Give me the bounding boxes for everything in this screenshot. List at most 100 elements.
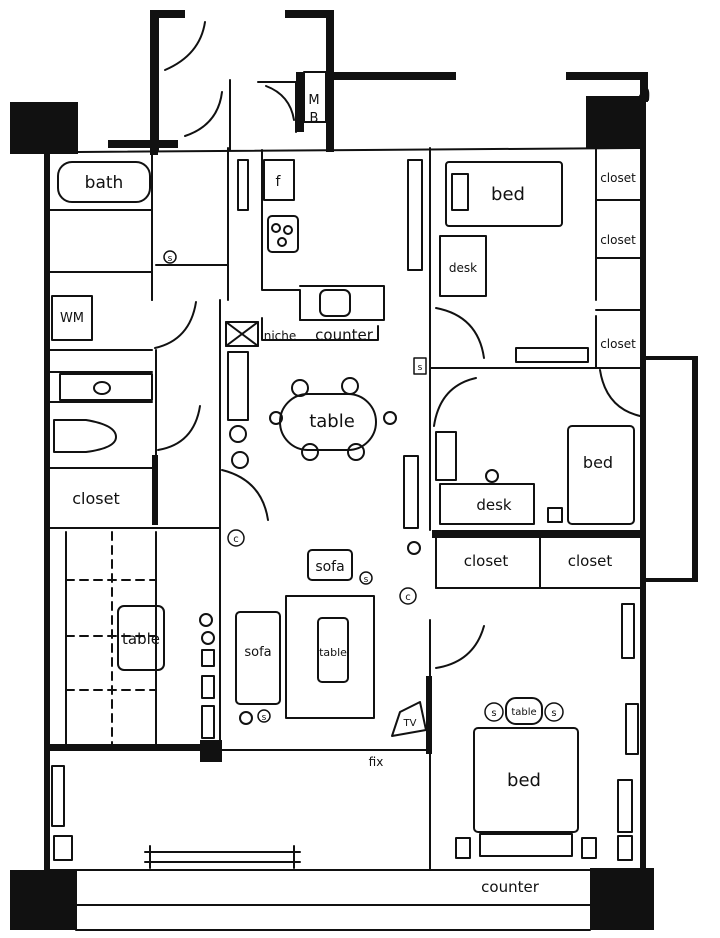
- side-table-label: table: [511, 707, 536, 718]
- svg-text:c: c: [233, 534, 239, 545]
- wm-label: WM: [60, 311, 84, 326]
- closet-m1-label: closet: [464, 552, 509, 570]
- door-closet-r3: [599, 369, 641, 417]
- tv-label: TV: [403, 718, 417, 729]
- bathtub: [57, 161, 151, 203]
- bed-master: [473, 727, 579, 833]
- svg-text:s: s: [364, 575, 369, 585]
- wall-closet-left: [152, 455, 158, 525]
- counter-bottom-label: counter: [481, 878, 540, 896]
- bed-master-label: bed: [507, 770, 541, 791]
- window-shelf: [515, 347, 589, 363]
- desk-top-label: desk: [449, 261, 477, 275]
- washbasin: [93, 381, 111, 395]
- wall-post-bottom: [200, 740, 222, 762]
- coffee-table: [317, 617, 349, 683]
- chair-symbol: c: [227, 529, 245, 547]
- door-toilet: [157, 405, 201, 451]
- bed-top-label: bed: [491, 184, 525, 205]
- wall-bath-top: [108, 140, 178, 148]
- door-entry: [164, 21, 206, 71]
- sofa-small: [307, 549, 353, 581]
- room-labels: M B f bath WM closet niche counter table…: [60, 93, 636, 896]
- side-table: [505, 697, 543, 725]
- closet-m2-label: closet: [568, 552, 613, 570]
- wall-entry-top-right: [285, 10, 333, 18]
- door-master: [435, 625, 485, 669]
- washing-machine: [51, 295, 93, 341]
- wall-top-mid: [326, 72, 456, 80]
- sofa-tall: [235, 611, 281, 705]
- washbasin-counter: [59, 373, 153, 401]
- stove: [267, 215, 299, 253]
- stool-symbol: s: [413, 357, 427, 375]
- wall-left: [44, 154, 50, 870]
- wall-top-right-drop: [640, 72, 648, 102]
- bed-mid: [567, 425, 635, 525]
- column-top-right: [586, 96, 646, 148]
- chair-symbol: c: [399, 587, 417, 605]
- kitchen-sink: [319, 289, 351, 317]
- niche-label: niche: [264, 329, 297, 343]
- tatami-table-label: table: [122, 630, 160, 648]
- stool-symbol: s: [484, 702, 504, 722]
- door-living: [221, 469, 269, 521]
- svg-text:s: s: [262, 713, 267, 723]
- tv-stand: [391, 701, 427, 737]
- door-hall: [184, 91, 223, 137]
- bay-bottom: [646, 578, 696, 582]
- partition-lines: [49, 17, 641, 931]
- closet-r1-label: closet: [600, 171, 636, 185]
- toilet: [53, 419, 117, 453]
- svg-text:s: s: [551, 708, 556, 719]
- fixtures: [51, 71, 639, 861]
- closet-left-label: closet: [72, 489, 119, 508]
- closet-r2-label: closet: [600, 233, 636, 247]
- fridge-label: f: [276, 174, 282, 190]
- door-swings: [154, 21, 650, 669]
- column-bottom-right: [590, 868, 654, 930]
- bed-top: [445, 161, 563, 227]
- tatami-table: [117, 605, 165, 671]
- bath-label: bath: [85, 173, 124, 193]
- column-bottom-left: [10, 870, 76, 930]
- wall-closets-mid: [432, 530, 642, 538]
- living-shelf: [403, 455, 419, 529]
- stool-symbol: s: [257, 709, 271, 723]
- bay-top: [646, 356, 696, 360]
- sofa-tall-label: sofa: [244, 645, 271, 660]
- desk-mid-label: desk: [476, 496, 512, 514]
- wall-tatami-bottom: [50, 744, 220, 751]
- column-top-left: [10, 102, 78, 154]
- sofa-small-label: sofa: [315, 559, 344, 575]
- stool-symbol: s: [163, 250, 177, 264]
- bed-foot: [479, 833, 573, 857]
- coffee-table-label: table: [319, 646, 347, 659]
- door-wash: [154, 301, 197, 349]
- svg-text:s: s: [418, 363, 423, 373]
- svg-text:c: c: [405, 592, 411, 603]
- svg-text:s: s: [491, 708, 496, 719]
- svg-text:s: s: [168, 254, 173, 264]
- wall-entry-left: [150, 10, 158, 155]
- door-bed-top: [435, 307, 485, 359]
- wall-mb-left: [296, 72, 304, 132]
- wall-right: [640, 148, 646, 868]
- stool-symbol: s: [544, 702, 564, 722]
- stool-symbol: s: [359, 571, 373, 585]
- niche-cabinet: [227, 351, 249, 421]
- desk-top: [439, 235, 487, 297]
- door-mb: [265, 85, 295, 121]
- wall-top-right: [566, 72, 646, 80]
- mb-label-m: M: [308, 93, 319, 108]
- fridge: [263, 159, 295, 201]
- closet-r3-label: closet: [600, 337, 636, 351]
- circled-symbols: s s s s s s c c: [163, 250, 564, 723]
- mb-label-b: B: [310, 111, 319, 126]
- dining-table-label: table: [309, 411, 355, 432]
- counter-kitchen-label: counter: [315, 326, 374, 344]
- bed-mid-label: bed: [583, 453, 613, 472]
- wall-entry-top-left: [150, 10, 185, 18]
- desk-mid: [439, 483, 535, 525]
